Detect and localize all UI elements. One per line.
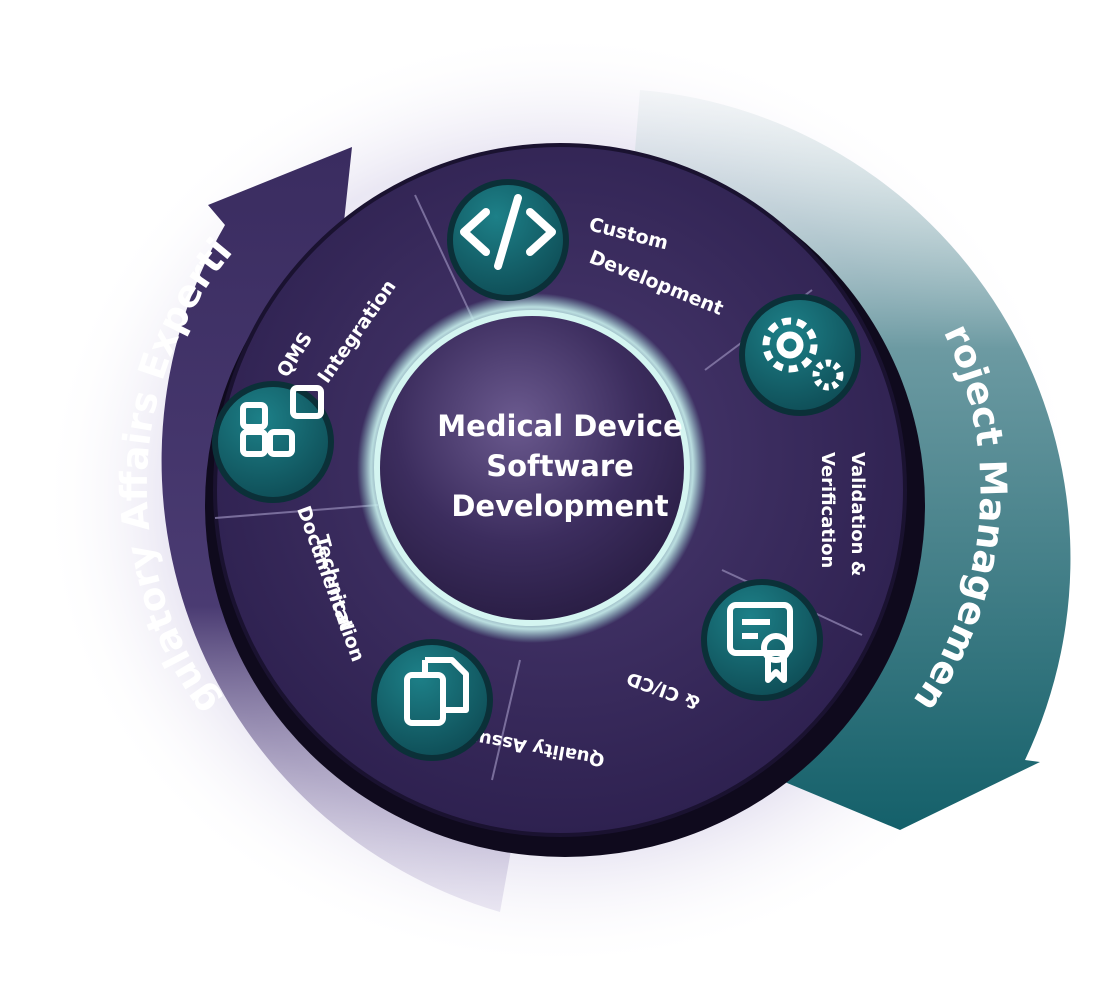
segment-validation-verification[interactable]: Validation & Verification: [739, 294, 868, 576]
certificate-icon: [727, 602, 793, 683]
blocks-icon: [240, 385, 324, 457]
icon-badge: [701, 579, 823, 701]
documents-icon: [404, 657, 469, 726]
center-title-line1: Medical Device: [437, 409, 682, 443]
center-title-line2: Software: [486, 449, 634, 483]
validation-verification-line2: Verification: [817, 452, 838, 568]
code-icon: [460, 194, 556, 270]
validation-verification-line1: Validation &: [847, 452, 868, 576]
gears-icon: [762, 317, 844, 391]
center-title-line3: Development: [451, 489, 668, 523]
icon-badge: [739, 294, 861, 416]
center-disc: [374, 310, 690, 626]
